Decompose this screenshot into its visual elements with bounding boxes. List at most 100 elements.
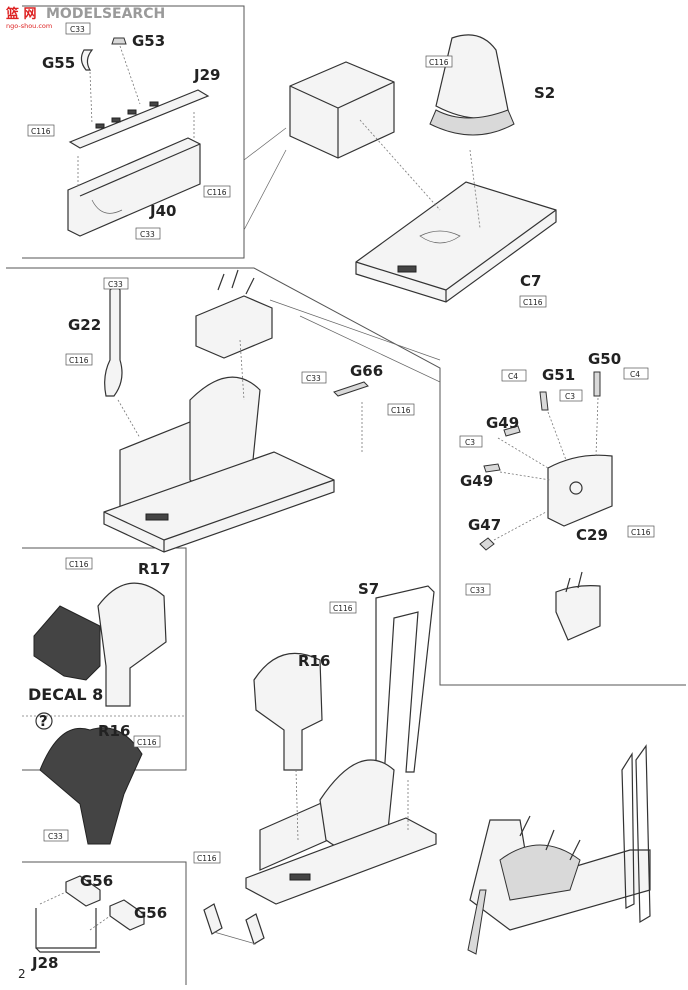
step-rudder-pedals xyxy=(35,875,145,953)
part-r17 xyxy=(97,582,167,707)
svg-text:C116: C116 xyxy=(69,356,89,365)
part-cockpit-floor xyxy=(103,451,335,553)
label-g47: G47 xyxy=(468,516,501,534)
step-c29-assembly xyxy=(479,371,613,641)
label-r16-main: R16 xyxy=(298,652,330,670)
svg-text:C116: C116 xyxy=(391,406,411,415)
label-s2: S2 xyxy=(534,84,555,102)
svg-text:C3: C3 xyxy=(565,392,575,401)
callout-c3-b: C3 xyxy=(459,435,483,448)
optional-mark: ? xyxy=(39,712,48,730)
callout-c33-d: C33 xyxy=(301,371,327,384)
label-r16-alt: R16 xyxy=(98,722,130,740)
svg-text:C3: C3 xyxy=(465,438,475,447)
callout-c116-k: C116 xyxy=(193,851,221,864)
part-r16-panel xyxy=(39,727,143,845)
svg-text:C4: C4 xyxy=(630,370,640,379)
callout-c3-a: C3 xyxy=(559,389,583,402)
instrument-decal xyxy=(33,605,101,681)
label-j40: J40 xyxy=(149,202,176,220)
callout-c116-f: C116 xyxy=(387,403,415,416)
callout-c116-d: C116 xyxy=(519,295,547,308)
optional-icon xyxy=(35,712,53,730)
svg-text:C116: C116 xyxy=(333,604,353,613)
svg-text:C116: C116 xyxy=(631,528,651,537)
watermark-logo: 篮 网 xyxy=(5,6,37,22)
svg-text:C116: C116 xyxy=(197,854,217,863)
label-g66: G66 xyxy=(350,362,383,380)
svg-text:C33: C33 xyxy=(470,586,485,595)
callout-c33-a: C33 xyxy=(65,22,91,35)
label-g22: G22 xyxy=(68,316,101,334)
watermark-url: ngo-shou.com xyxy=(6,22,52,30)
callout-c33-f: C33 xyxy=(43,829,69,842)
part-g55 xyxy=(80,49,94,71)
label-g49-bottom: G49 xyxy=(460,472,493,490)
label-g51: G51 xyxy=(542,366,575,384)
label-g53: G53 xyxy=(132,32,165,50)
callout-c116-a: C116 xyxy=(27,124,55,137)
label-j28: J28 xyxy=(31,954,58,972)
part-g49-top xyxy=(503,425,521,437)
svg-text:C116: C116 xyxy=(137,738,157,747)
part-g47 xyxy=(479,537,495,551)
step-final-cockpit xyxy=(203,585,437,945)
svg-text:C33: C33 xyxy=(108,280,123,289)
page-number: 2 xyxy=(18,967,26,981)
label-decal: DECAL 8 xyxy=(28,685,103,704)
callout-c33-c: C33 xyxy=(103,277,129,290)
callout-c116-b: C116 xyxy=(203,185,231,198)
label-c7: C7 xyxy=(520,272,541,290)
part-c29 xyxy=(547,454,613,527)
part-g22 xyxy=(104,286,123,397)
part-j29 xyxy=(68,89,210,149)
callout-c116-i: C116 xyxy=(133,735,161,748)
callout-c116-h: C116 xyxy=(65,557,93,570)
callout-c4-a: C4 xyxy=(501,369,527,382)
svg-text:C33: C33 xyxy=(306,374,321,383)
callout-c116-g: C116 xyxy=(627,525,655,538)
part-s2 xyxy=(435,34,509,119)
svg-text:C116: C116 xyxy=(31,127,51,136)
callout-c33-e: C33 xyxy=(465,583,491,596)
step-cockpit-assembly xyxy=(103,269,369,553)
svg-text:C116: C116 xyxy=(207,188,227,197)
label-r17: R17 xyxy=(138,560,170,578)
label-g49-top: G49 xyxy=(486,414,519,432)
label-g55: G55 xyxy=(42,54,75,72)
svg-text:C33: C33 xyxy=(48,832,63,841)
callout-c116-c: C116 xyxy=(425,55,453,68)
label-g56-top: G56 xyxy=(80,872,113,890)
label-g50: G50 xyxy=(588,350,621,368)
part-g51 xyxy=(539,391,549,411)
callout-c33-b: C33 xyxy=(135,227,161,240)
label-c29: C29 xyxy=(576,526,608,544)
part-c29-assembled xyxy=(555,585,601,641)
watermark-brand: MODELSEARCH xyxy=(46,6,165,22)
part-s7 xyxy=(375,585,435,779)
svg-text:C116: C116 xyxy=(69,560,89,569)
step-panel-assembly xyxy=(67,37,210,237)
part-g49-bottom xyxy=(483,463,501,473)
callout-c116-e: C116 xyxy=(65,353,93,366)
label-j29: J29 xyxy=(193,66,220,84)
watermark: 篮 网 MODELSEARCH ngo-shou.com xyxy=(5,6,165,30)
part-g50 xyxy=(593,371,601,397)
svg-text:C33: C33 xyxy=(70,25,85,34)
svg-text:C33: C33 xyxy=(140,230,155,239)
svg-text:C4: C4 xyxy=(508,372,518,381)
part-r16 xyxy=(253,652,323,771)
part-stick-box xyxy=(195,295,273,359)
svg-text:C116: C116 xyxy=(429,58,449,67)
part-g66 xyxy=(333,381,369,397)
callout-c4-b: C4 xyxy=(623,367,649,380)
part-final-floor xyxy=(245,817,437,905)
step-completed-view xyxy=(467,744,651,955)
paint-callouts: C33 C116 C116 C33 C116 C116 C33 C116 C33… xyxy=(27,22,655,864)
step-seat-floor xyxy=(289,34,557,303)
label-s7: S7 xyxy=(358,580,379,598)
label-g56-bottom: G56 xyxy=(134,904,167,922)
callout-c116-j: C116 xyxy=(329,601,357,614)
step-instrument-panels xyxy=(33,582,167,845)
